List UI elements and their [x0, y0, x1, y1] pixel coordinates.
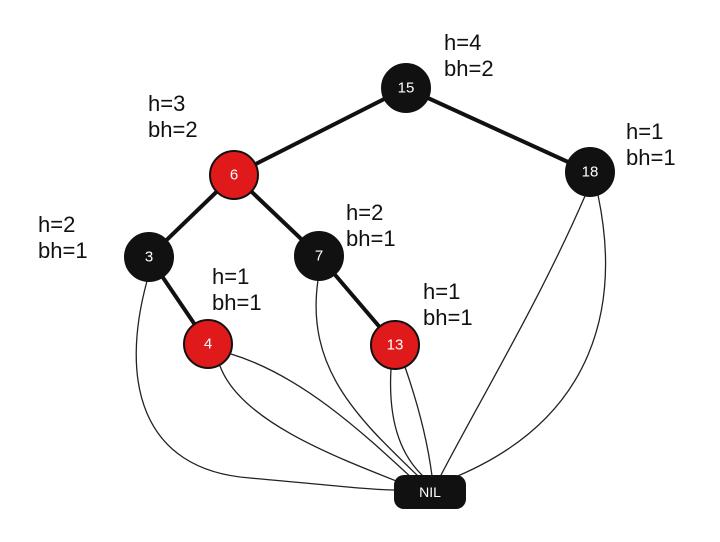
node-circle-13: [370, 320, 420, 370]
node-key-13: 13: [387, 337, 404, 354]
height-label-4: h=1: [212, 264, 249, 289]
height-label-18: h=1: [626, 119, 663, 144]
height-label-6: h=3: [148, 91, 185, 116]
black-height-label-4: bh=1: [212, 290, 262, 315]
nil-edges: [135, 194, 607, 491]
node-key-7: 7: [315, 248, 323, 265]
node-circle-6: [209, 150, 259, 200]
node-key-18: 18: [582, 164, 599, 181]
nil-link-4: [230, 353, 415, 481]
nil-link-4: [219, 365, 405, 485]
nil-label: NIL: [419, 484, 441, 500]
node-7: 7: [294, 231, 344, 281]
nil-link-13: [404, 366, 433, 477]
node-key-15: 15: [398, 80, 415, 97]
nil-link-7: [315, 279, 421, 479]
node-13: 13: [370, 320, 420, 370]
black-height-label-6: bh=2: [148, 117, 198, 142]
black-height-label-7: bh=1: [346, 226, 396, 251]
node-key-4: 4: [204, 336, 212, 353]
nil-link-3: [135, 280, 397, 491]
black-height-label-3: bh=1: [38, 238, 88, 263]
node-15: 15: [381, 63, 431, 113]
node-circle-4: [183, 319, 233, 369]
height-label-7: h=2: [346, 200, 383, 225]
node-circle-7: [294, 231, 344, 281]
node-4: 4: [183, 319, 233, 369]
black-height-label-18: bh=1: [626, 145, 676, 170]
nil-link-18: [439, 195, 586, 478]
nil-link-18: [447, 194, 607, 481]
black-height-label-13: bh=1: [423, 305, 473, 330]
tree-edge-15-18: [404, 86, 592, 174]
tree-nodes: 15 6 18 3 7 4 13: [124, 63, 615, 370]
black-height-label-15: bh=2: [444, 56, 494, 81]
node-6: 6: [209, 150, 259, 200]
node-18: 18: [565, 147, 615, 197]
height-label-13: h=1: [423, 279, 460, 304]
tree-edge-15-6: [232, 86, 408, 177]
node-key-6: 6: [230, 167, 238, 184]
height-label-3: h=2: [38, 212, 75, 237]
node-3: 3: [124, 232, 174, 282]
node-key-3: 3: [145, 249, 153, 266]
nil-sentinel: NIL: [394, 475, 466, 509]
nil-box: [394, 475, 466, 509]
node-circle-18: [565, 147, 615, 197]
node-circle-15: [381, 63, 431, 113]
height-label-15: h=4: [444, 30, 481, 55]
node-circle-3: [124, 232, 174, 282]
nil-link-13: [389, 368, 425, 478]
